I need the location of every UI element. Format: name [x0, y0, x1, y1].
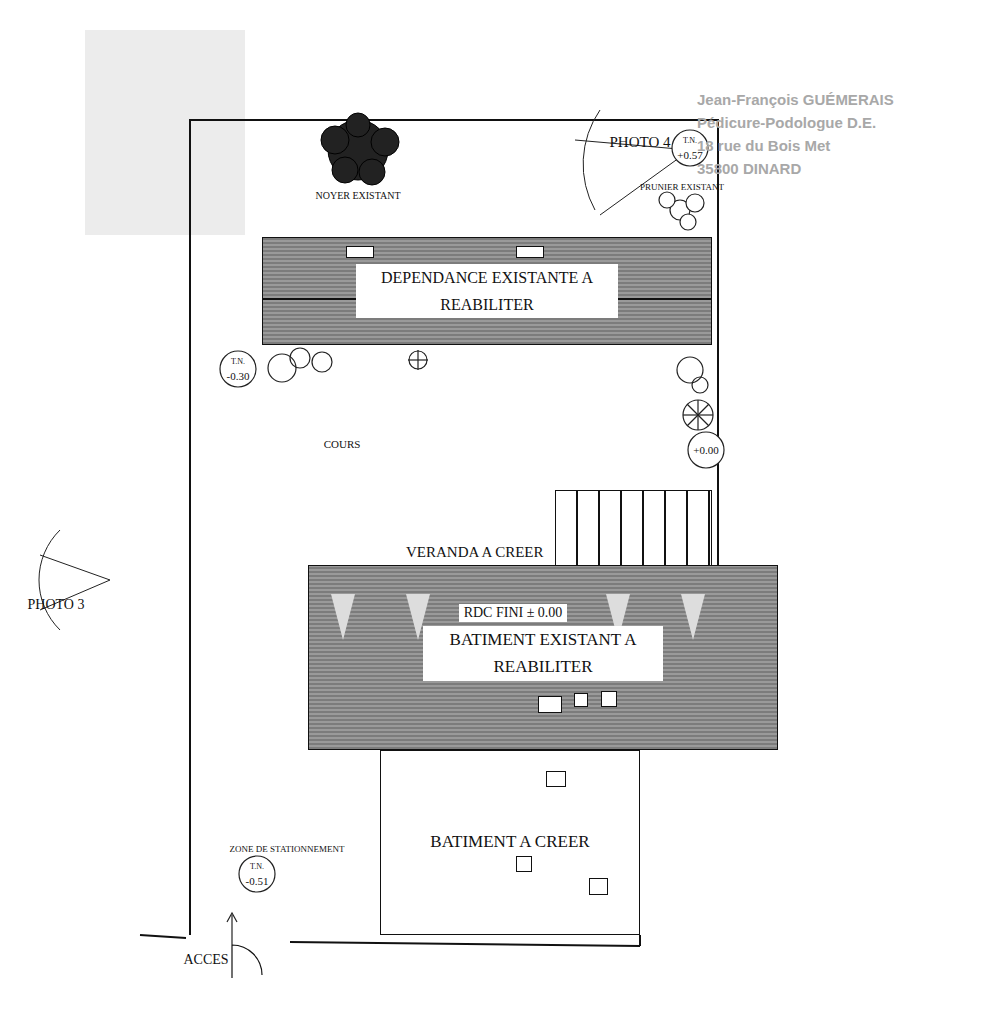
roof-window: [516, 246, 544, 258]
plan-label: -0.30: [227, 370, 250, 382]
existing-building: RDC FINI ± 0.00BATIMENT EXISTANT A REABI…: [308, 565, 778, 750]
window: [516, 856, 532, 872]
plan-label: +0.00: [693, 444, 718, 456]
roof-window: [346, 246, 374, 258]
building-label: VERANDA A CREER: [404, 543, 546, 563]
letterhead-text: Pédicure-Podologue D.E.: [697, 115, 876, 132]
plan-label: COURS: [324, 438, 361, 450]
access-arrow: [227, 913, 237, 945]
outbuilding-band: DEPENDANCE EXISTANTE A REABILITER: [262, 237, 712, 345]
plan-label: +0.57: [677, 149, 702, 161]
plan-label: PHOTO 3: [28, 597, 85, 612]
roof-window: [601, 691, 617, 707]
dormer: [681, 594, 705, 640]
letterhead-text: Jean-François GUÉMERAIS: [697, 92, 894, 109]
window: [546, 771, 566, 787]
window: [589, 878, 608, 895]
building-label: RDC FINI ± 0.00: [459, 604, 568, 622]
plan-label: T.N.: [231, 358, 245, 367]
building-label: BATIMENT EXISTANT A REABILITER: [423, 626, 663, 680]
letterhead-text: 35800 DINARD: [697, 161, 801, 178]
plan-label: PRUNIER EXISTANT: [640, 183, 724, 193]
veranda-glazing: [555, 490, 712, 570]
plan-label: PHOTO 4: [610, 134, 671, 151]
building-label: BATIMENT A CREER: [426, 831, 593, 853]
plan-label: T.N.: [683, 137, 697, 146]
plan-label: ZONE DE STATIONNEMENT: [230, 845, 345, 855]
plan-label: T.N.: [250, 863, 264, 872]
plan-label: -0.51: [246, 875, 269, 887]
plan-label: ACCES: [183, 952, 228, 967]
plum-tree: [659, 192, 704, 230]
roof-window: [574, 693, 588, 707]
faded-photo: [85, 30, 245, 235]
building-label: DEPENDANCE EXISTANTE A REABILITER: [356, 264, 618, 318]
roof-window: [538, 696, 562, 713]
walnut-tree: [321, 113, 399, 185]
new-building: BATIMENT A CREER: [380, 750, 640, 935]
shrubs: [268, 348, 713, 430]
plan-label: NOYER EXISTANT: [315, 190, 400, 201]
dormer: [331, 594, 355, 640]
plot-boundary: [140, 120, 718, 978]
veranda-area: VERANDA A CREER: [400, 490, 712, 570]
letterhead-text: 18 rue du Bois Met: [697, 138, 830, 155]
